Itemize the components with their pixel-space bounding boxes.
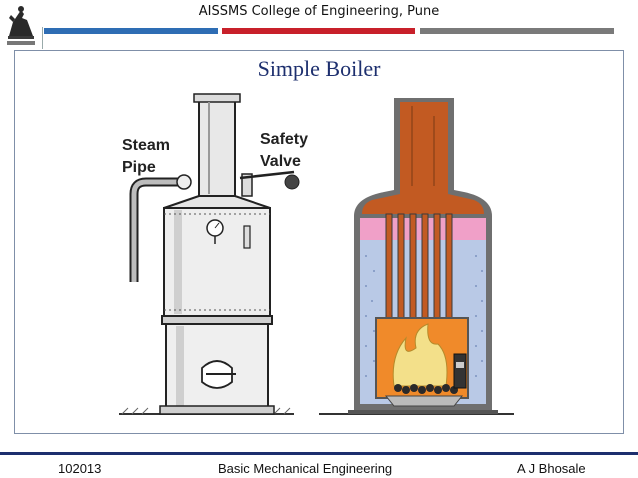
footer-author: A J Bhosale bbox=[517, 461, 586, 476]
header-bar-red bbox=[222, 28, 415, 34]
college-emblem-icon bbox=[3, 2, 39, 48]
header-bar-gray bbox=[420, 28, 614, 34]
footer-line bbox=[0, 452, 638, 455]
footer-subject: Basic Mechanical Engineering bbox=[218, 461, 393, 476]
header-divider bbox=[42, 27, 43, 49]
safety-valve-label-line2: Valve bbox=[260, 153, 301, 170]
boiler-diagram: Steam Pipe Safety Valve bbox=[119, 93, 514, 415]
safety-valve-label-line1: Safety bbox=[260, 131, 308, 148]
slide-title: Simple Boiler bbox=[257, 56, 381, 81]
steam-pipe-label-line1: Steam bbox=[122, 137, 170, 154]
header-bar-blue bbox=[44, 28, 218, 34]
boiler-external-view bbox=[119, 93, 300, 415]
boiler-section-view bbox=[319, 98, 514, 415]
college-name: AISSMS College of Engineering, Pune bbox=[198, 4, 440, 19]
slide-frame bbox=[14, 50, 624, 434]
footer-code: 102013 bbox=[58, 461, 102, 476]
steam-pipe-label-line2: Pipe bbox=[122, 159, 156, 176]
